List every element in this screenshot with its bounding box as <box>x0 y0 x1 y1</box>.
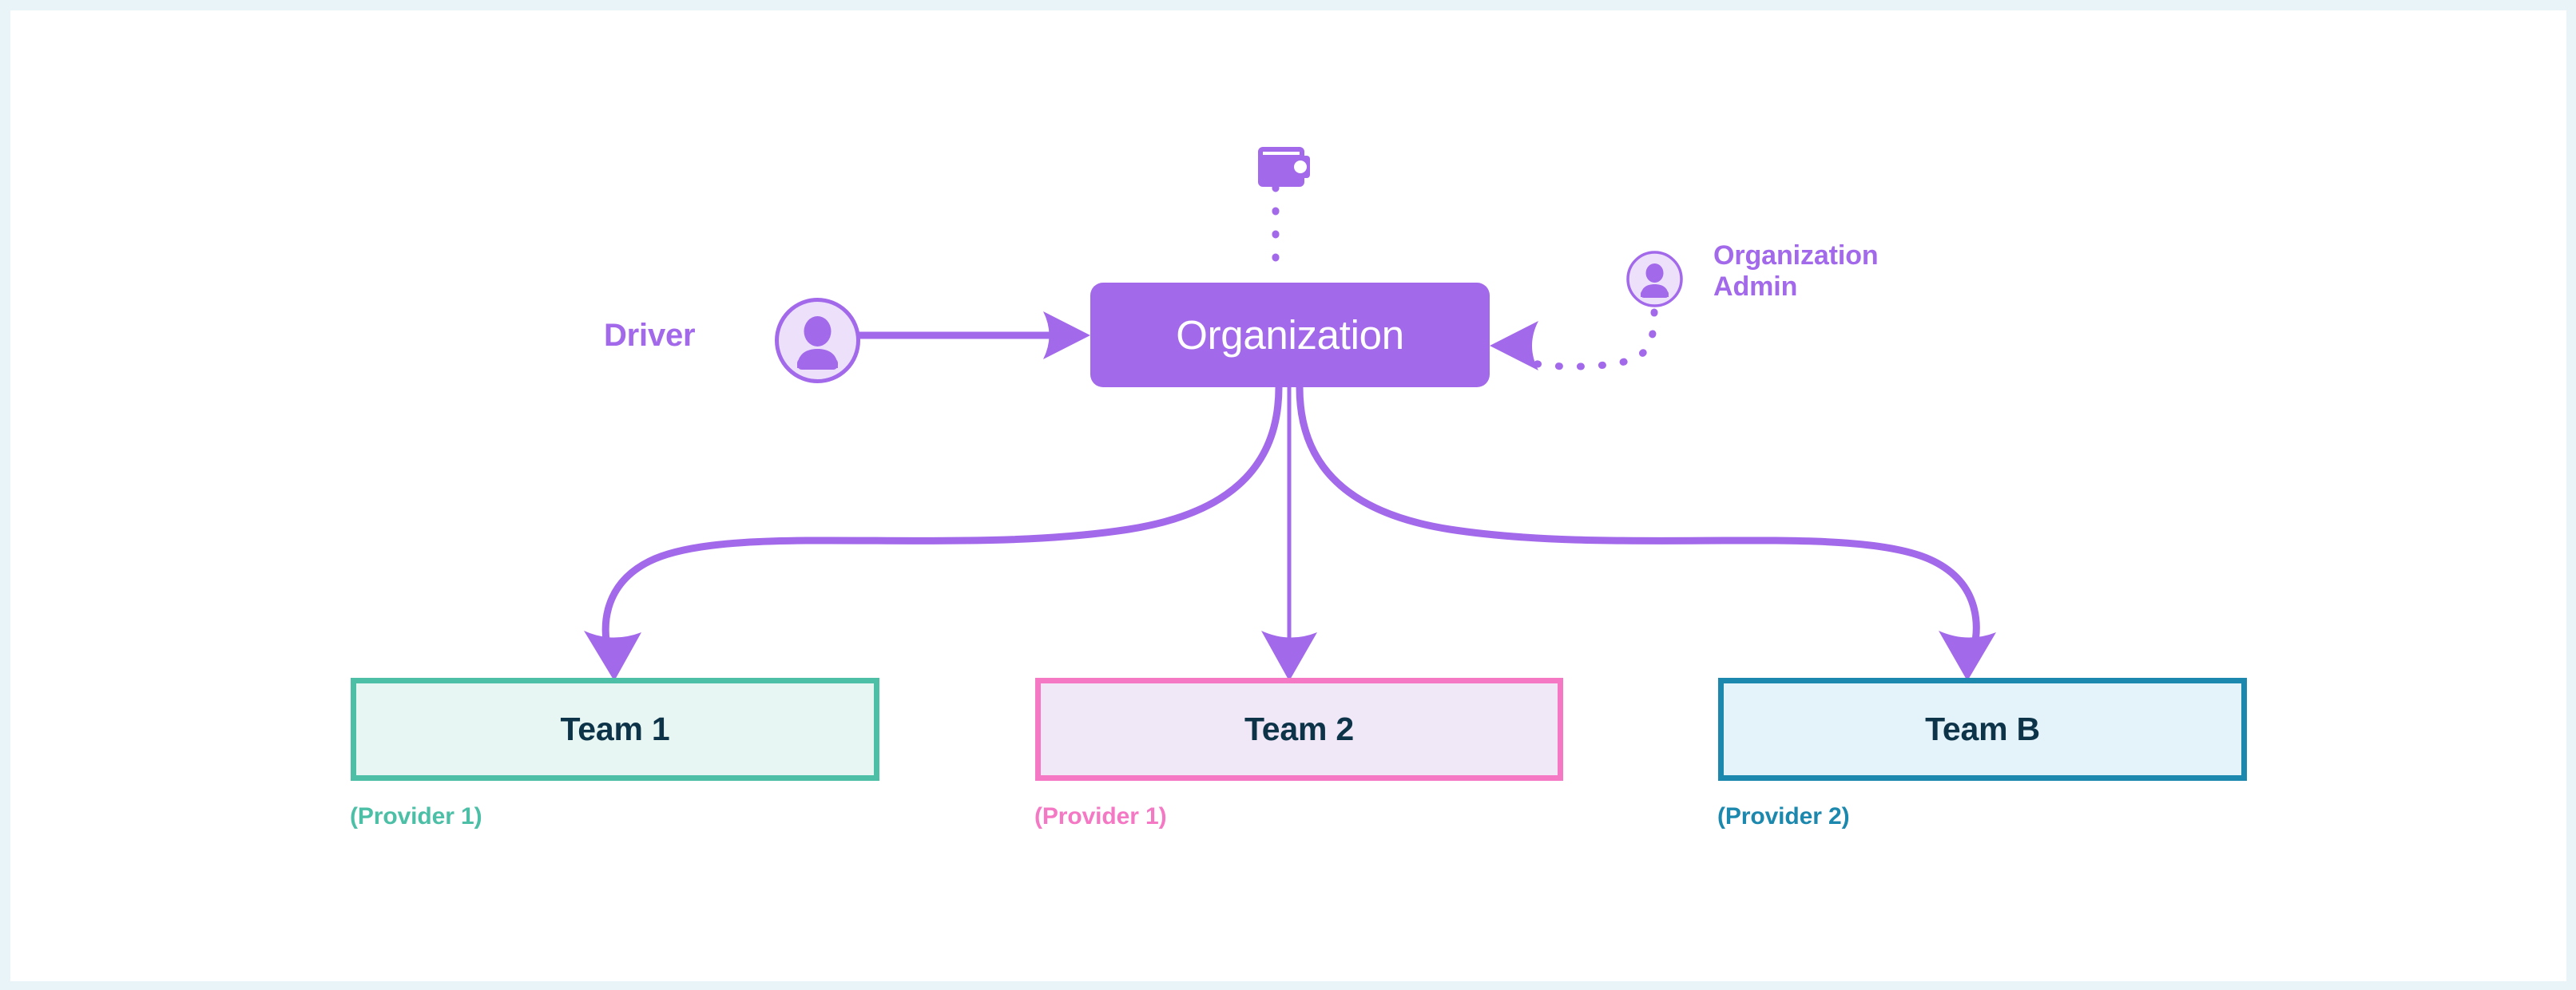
organization-node[interactable]: Organization <box>1090 283 1490 387</box>
connector-organization-to-team-3 <box>1296 383 1980 653</box>
team-box-1[interactable]: Team 1 <box>351 678 879 781</box>
organization-label: Organization <box>1176 312 1404 358</box>
team-provider-label-1: (Provider 1) <box>350 803 482 830</box>
team-name-2: Team 2 <box>1244 711 1355 747</box>
team-box-3[interactable]: Team B <box>1718 678 2247 781</box>
wallet-icon <box>1258 147 1310 187</box>
team-name-3: Team B <box>1925 711 2040 747</box>
team-box-2[interactable]: Team 2 <box>1035 678 1563 781</box>
arrowhead-organization-to-team-1 <box>584 631 641 681</box>
team-name-1: Team 1 <box>560 711 670 747</box>
team-provider-label-2: (Provider 1) <box>1034 803 1167 830</box>
organization-admin-avatar-icon <box>1626 251 1683 307</box>
diagram-canvas: Organization Driver Organization Admin T… <box>10 10 2566 981</box>
driver-avatar-icon <box>775 298 860 383</box>
arrowhead-organization-to-team-2 <box>1261 631 1317 681</box>
connector-organization-to-team-1 <box>601 383 1283 653</box>
team-provider-label-3: (Provider 2) <box>1717 803 1850 830</box>
organization-admin-label: Organization Admin <box>1713 240 1879 303</box>
connector-admin-to-organization <box>1518 308 1658 370</box>
organization-admin-label-line2: Admin <box>1713 271 1798 302</box>
arrowhead-admin-to-organization <box>1490 321 1538 370</box>
arrowhead-organization-to-team-3 <box>1939 631 1996 681</box>
driver-label: Driver <box>604 318 696 353</box>
arrowhead-driver-to-organization <box>1043 311 1090 359</box>
organization-admin-label-line1: Organization <box>1713 240 1879 271</box>
